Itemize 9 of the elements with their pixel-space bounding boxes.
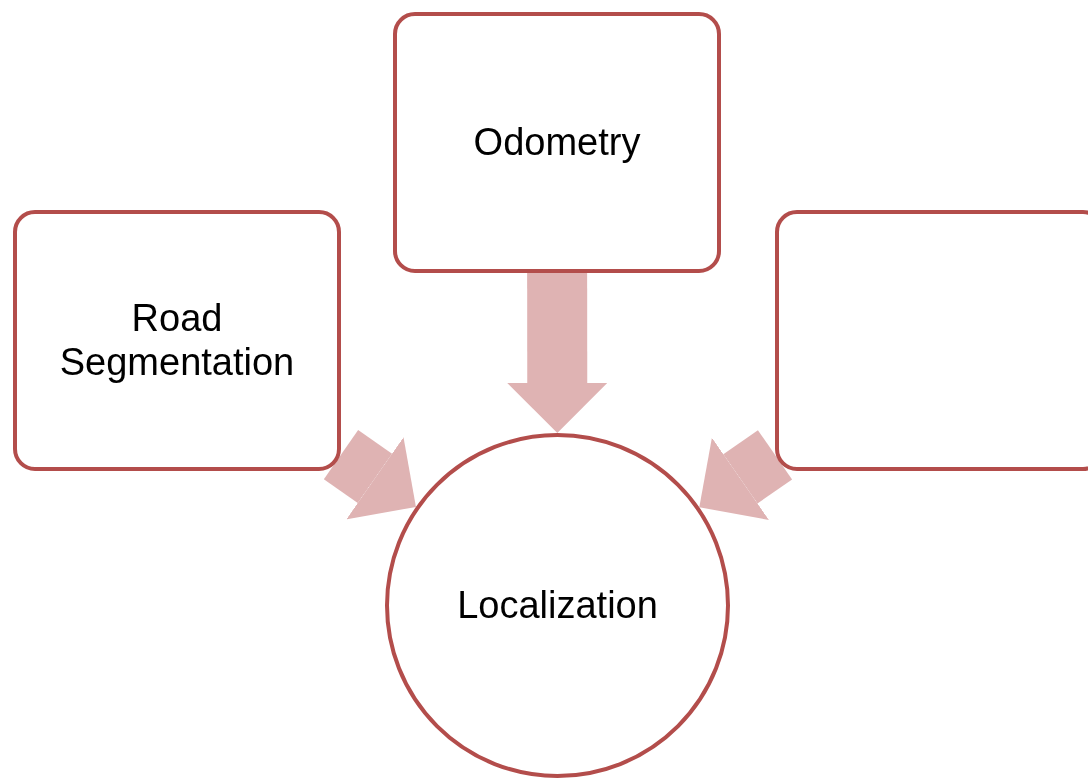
process-box: [393, 12, 721, 273]
node-label: Localization: [457, 583, 658, 628]
block-arrow: [323, 430, 416, 520]
block-arrow: [699, 430, 793, 520]
node-label: Odometry: [473, 120, 641, 165]
process-box: [775, 210, 1088, 471]
process-box: [13, 210, 341, 471]
node-label: Road Segmentation: [58, 296, 296, 385]
block-arrow: [507, 273, 608, 433]
